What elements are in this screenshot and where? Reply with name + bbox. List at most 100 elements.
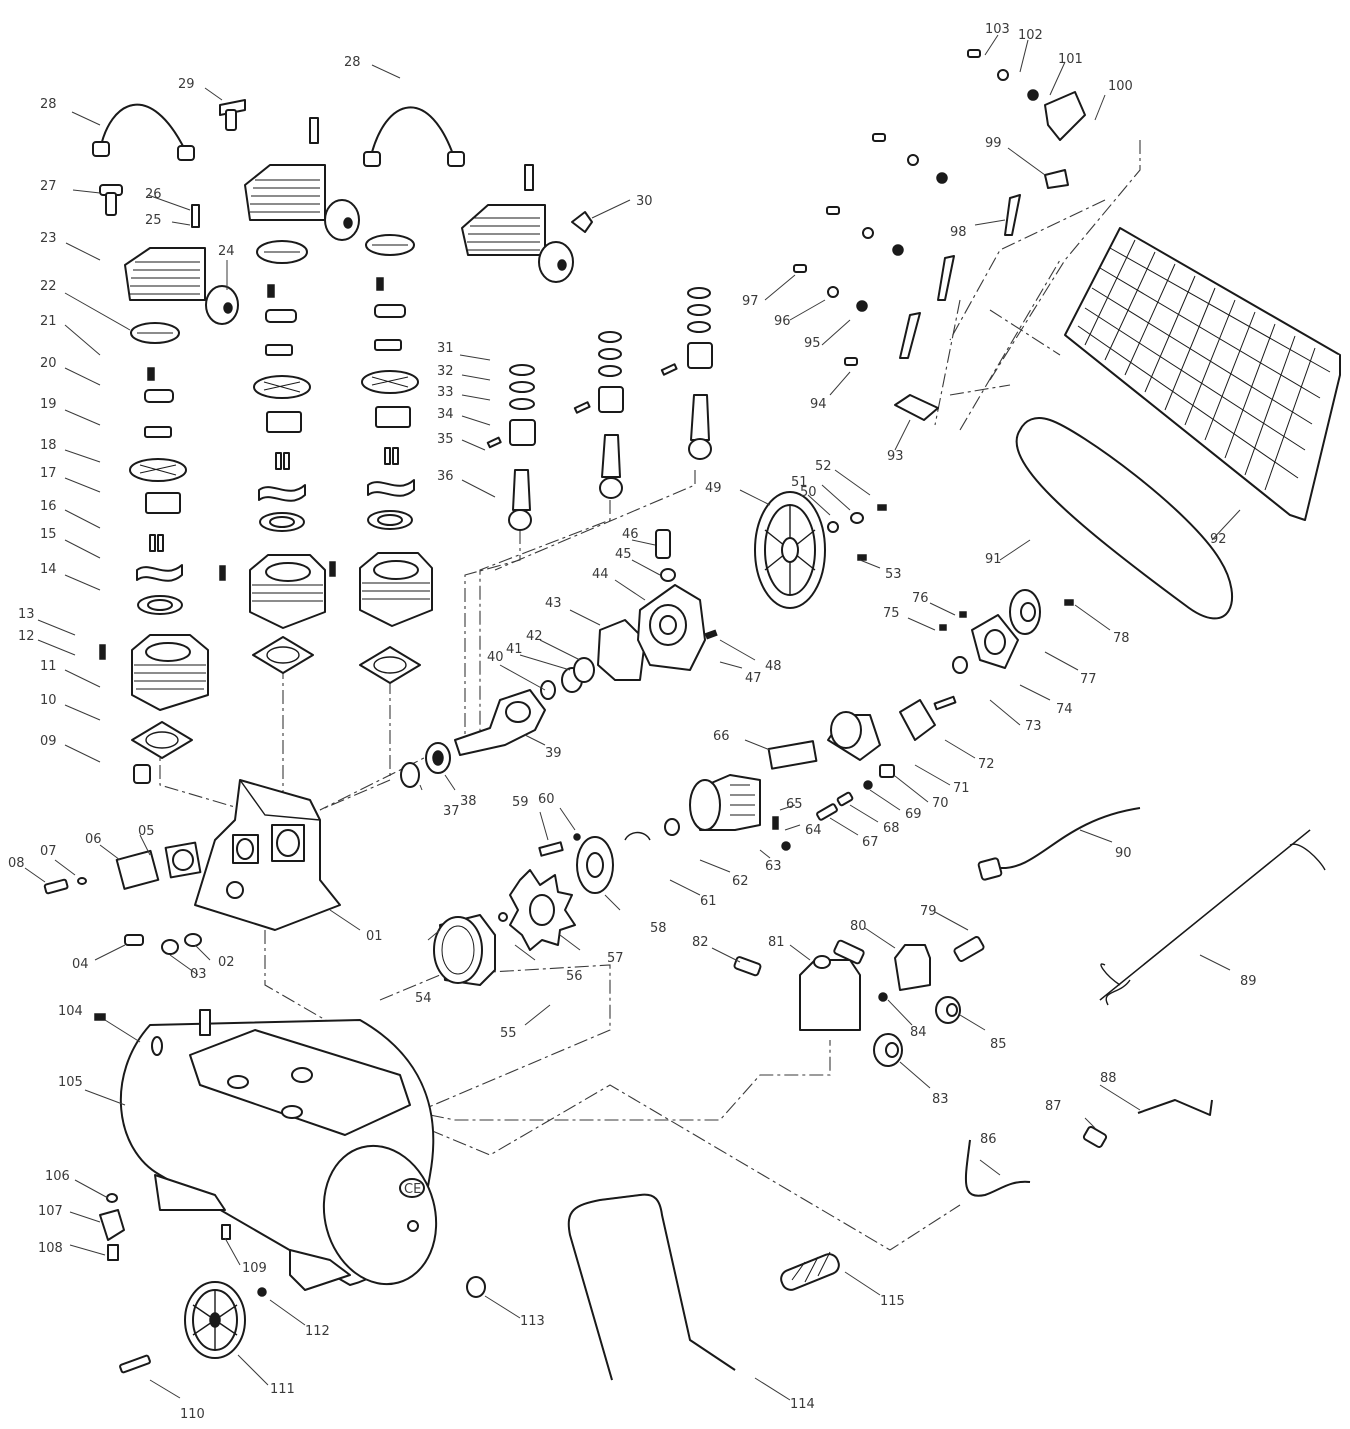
head-cap-24	[205, 285, 239, 325]
part-label: 12	[18, 629, 35, 644]
part-label: 67	[862, 835, 879, 850]
part-label: 95	[804, 336, 821, 351]
part-label: 105	[58, 1075, 83, 1090]
part-label: 26	[145, 187, 162, 202]
part-label: 19	[40, 397, 57, 412]
part-label: 45	[615, 547, 632, 562]
part-label: 48	[765, 659, 782, 674]
cylinder-head-middle	[244, 164, 326, 221]
guard-mounting-hardware	[793, 49, 1086, 421]
left-cylinder-stack	[92, 103, 239, 784]
part-label: 103	[985, 22, 1010, 37]
part-label: 96	[774, 314, 791, 329]
base-gasket-10	[131, 721, 193, 759]
part-label: 47	[745, 671, 762, 686]
assembly-centerlines	[159, 140, 1141, 1251]
part-label: 113	[520, 1314, 545, 1329]
part-label: 90	[1115, 846, 1132, 861]
wheel-111	[119, 1281, 267, 1374]
part-label: 21	[40, 314, 57, 329]
part-label: 07	[40, 844, 57, 859]
air-hose-left	[99, 103, 186, 151]
part-label: 112	[305, 1324, 330, 1339]
crankcase-01	[194, 779, 341, 931]
crankshaft-assembly	[400, 529, 718, 788]
part-label: 94	[810, 397, 827, 412]
part-label: 32	[437, 364, 454, 379]
part-label: 33	[437, 385, 454, 400]
part-label: 30	[636, 194, 653, 209]
reed-valve-15	[136, 564, 183, 582]
part-label: 53	[885, 567, 902, 582]
part-label: 66	[713, 729, 730, 744]
part-label: 110	[180, 1407, 205, 1422]
part-label: 08	[8, 856, 25, 871]
air-hose-right	[369, 106, 456, 161]
part-label: 16	[40, 499, 57, 514]
part-label: 101	[1058, 52, 1083, 67]
part-label: 61	[700, 894, 717, 909]
part-label: 35	[437, 432, 454, 447]
tank-ce-label: CE	[404, 1182, 421, 1197]
part-label: 31	[437, 341, 454, 356]
part-label: 88	[1100, 1071, 1117, 1086]
part-label: 97	[742, 294, 759, 309]
part-label: 44	[592, 567, 609, 582]
part-label: 05	[138, 824, 155, 839]
handle-114	[567, 1193, 736, 1381]
gasket-43	[597, 619, 646, 681]
right-cylinder-stack	[329, 106, 593, 684]
part-label: 22	[40, 279, 57, 294]
pressure-switch-81	[799, 959, 861, 1031]
part-number-labels: 01 02 03 04 05 06 07 08 09 10 11 12 13 1…	[8, 22, 1257, 1422]
part-label: 57	[607, 951, 624, 966]
part-label: 40	[487, 650, 504, 665]
part-label: 85	[990, 1037, 1007, 1052]
part-label: 62	[732, 874, 749, 889]
part-label: 36	[437, 469, 454, 484]
part-label: 49	[705, 481, 722, 496]
part-label: 80	[850, 919, 867, 934]
part-label: 98	[950, 225, 967, 240]
part-label: 69	[905, 807, 922, 822]
part-label: 41	[506, 642, 523, 657]
wire-harness-89	[1099, 829, 1326, 1006]
part-label: 81	[768, 935, 785, 950]
part-label: 106	[45, 1169, 70, 1184]
pressure-switch-assembly	[733, 936, 985, 1067]
part-label: 39	[545, 746, 562, 761]
part-label: 10	[40, 693, 57, 708]
tank-foot-right	[289, 1249, 351, 1291]
air-tank-105: CE	[94, 1009, 486, 1298]
part-label: 76	[912, 591, 929, 606]
part-label: 43	[545, 596, 562, 611]
cylinder-11	[131, 634, 209, 711]
drain-fittings	[1082, 1099, 1213, 1148]
part-label: 107	[38, 1204, 63, 1219]
part-label: 87	[1045, 1099, 1062, 1114]
cylinder-head-23	[124, 247, 206, 301]
part-label: 82	[692, 935, 709, 950]
part-label: 93	[887, 449, 904, 464]
ce-mark	[399, 1178, 425, 1198]
part-label: 29	[178, 77, 195, 92]
piston-pin-20	[144, 389, 174, 403]
hose-86	[964, 1139, 1031, 1197]
part-label: 92	[1210, 532, 1227, 547]
belt-91	[1015, 417, 1234, 620]
part-label: 01	[366, 929, 383, 944]
part-label: 56	[566, 969, 583, 984]
leader-lines	[24, 34, 1241, 1401]
part-label: 70	[932, 796, 949, 811]
part-label: 55	[500, 1026, 517, 1041]
middle-cylinder-stack	[219, 99, 360, 674]
part-label: 63	[765, 859, 782, 874]
part-label: 28	[344, 55, 361, 70]
part-label: 114	[790, 1397, 815, 1412]
part-label: 83	[932, 1092, 949, 1107]
part-label: 115	[880, 1294, 905, 1309]
bracket-93	[894, 394, 939, 421]
part-label: 27	[40, 179, 57, 194]
part-label: 20	[40, 356, 57, 371]
